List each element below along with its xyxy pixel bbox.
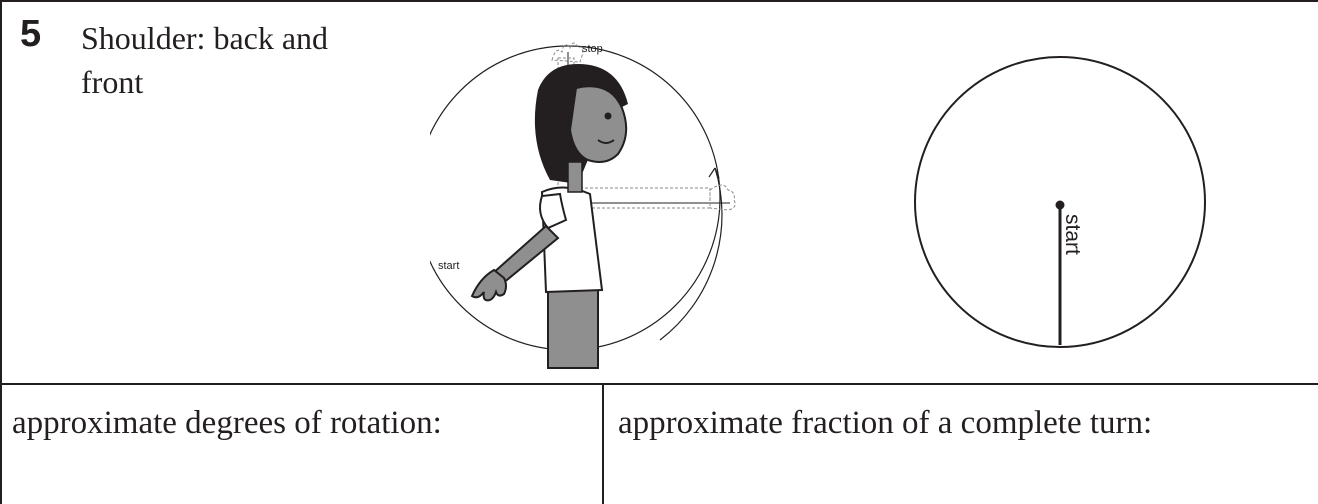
column-divider: [602, 383, 604, 504]
activity-title: Shoulder: back and front: [81, 16, 341, 104]
center-point: [1056, 201, 1065, 210]
turn-circle-diagram: start: [912, 54, 1212, 354]
stop-label: stop: [582, 43, 603, 55]
left-border: [0, 0, 2, 504]
shoulder-rotation-illustration: stop start: [430, 20, 750, 380]
row-divider: [0, 383, 1318, 385]
top-border: [0, 0, 1318, 2]
fraction-prompt: approximate fraction of a complete turn:: [618, 403, 1152, 443]
circle-start-label: start: [1061, 214, 1084, 255]
degrees-prompt: approximate degrees of rotation:: [12, 403, 442, 443]
activity-number: 5: [20, 14, 41, 54]
rotation-arrow: [660, 168, 722, 340]
start-label: start: [438, 260, 459, 272]
